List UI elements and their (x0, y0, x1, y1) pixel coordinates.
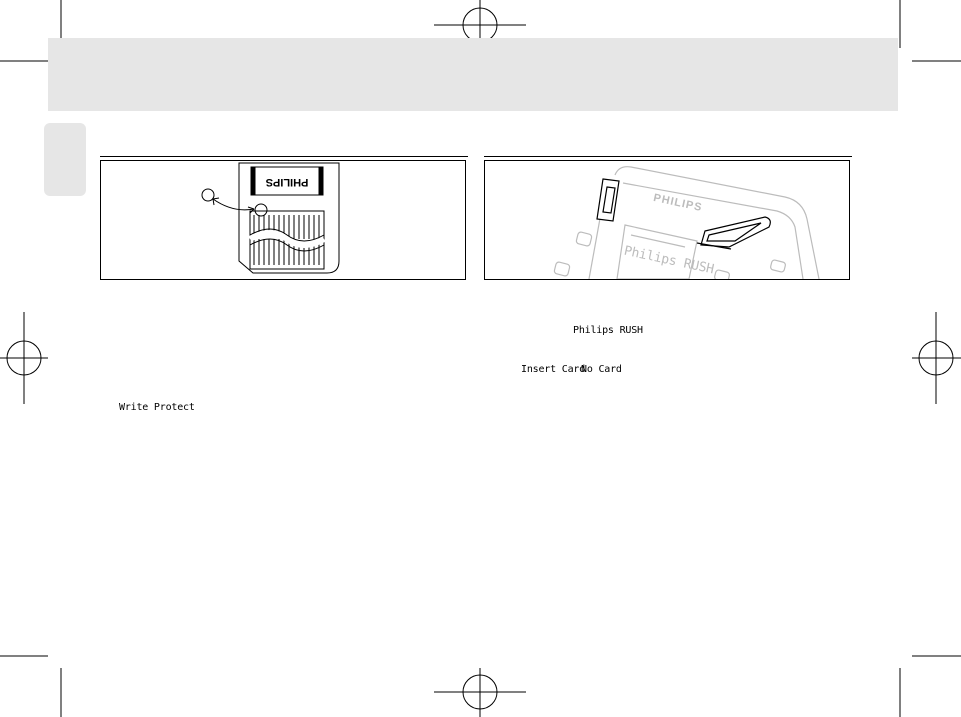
lcd-text-insert-card: Insert Card (521, 364, 586, 375)
device-illustration-panel: PHILIPS Philips RUSH (484, 160, 850, 280)
device-drawing (553, 166, 820, 279)
lcd-text-philips-rush: Philips RUSH (573, 325, 643, 336)
card-illustration-panel: PHILIPS (100, 160, 466, 280)
card-brand-label: PHILIPS (265, 176, 309, 188)
lcd-text-no-card: No Card (581, 364, 622, 375)
lcd-text-write-protect: Write Protect (119, 402, 195, 413)
memory-card-drawing (201, 162, 340, 274)
side-language-tab (44, 123, 86, 196)
right-section-rule (484, 156, 852, 157)
page-header-band (48, 38, 898, 111)
left-section-rule (100, 156, 468, 157)
